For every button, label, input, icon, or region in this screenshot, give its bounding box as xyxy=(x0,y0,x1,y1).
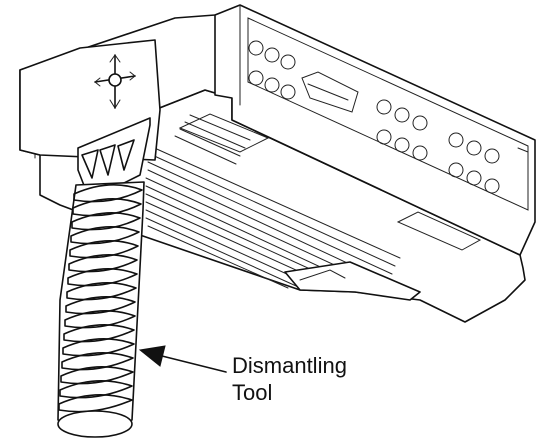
callout-label: Dismantling Tool xyxy=(232,352,347,406)
tool-shaft xyxy=(57,181,145,438)
tool-ridges xyxy=(58,184,143,413)
housing-bottom-face xyxy=(39,89,526,323)
cooling-fins xyxy=(145,114,401,291)
connector-panel xyxy=(214,4,536,256)
callout-label-line1: Dismantling xyxy=(232,353,347,378)
connector-ports xyxy=(248,40,500,194)
tool-head xyxy=(77,117,151,189)
callout-label-line2: Tool xyxy=(232,380,273,405)
callout-arrow xyxy=(138,345,227,373)
